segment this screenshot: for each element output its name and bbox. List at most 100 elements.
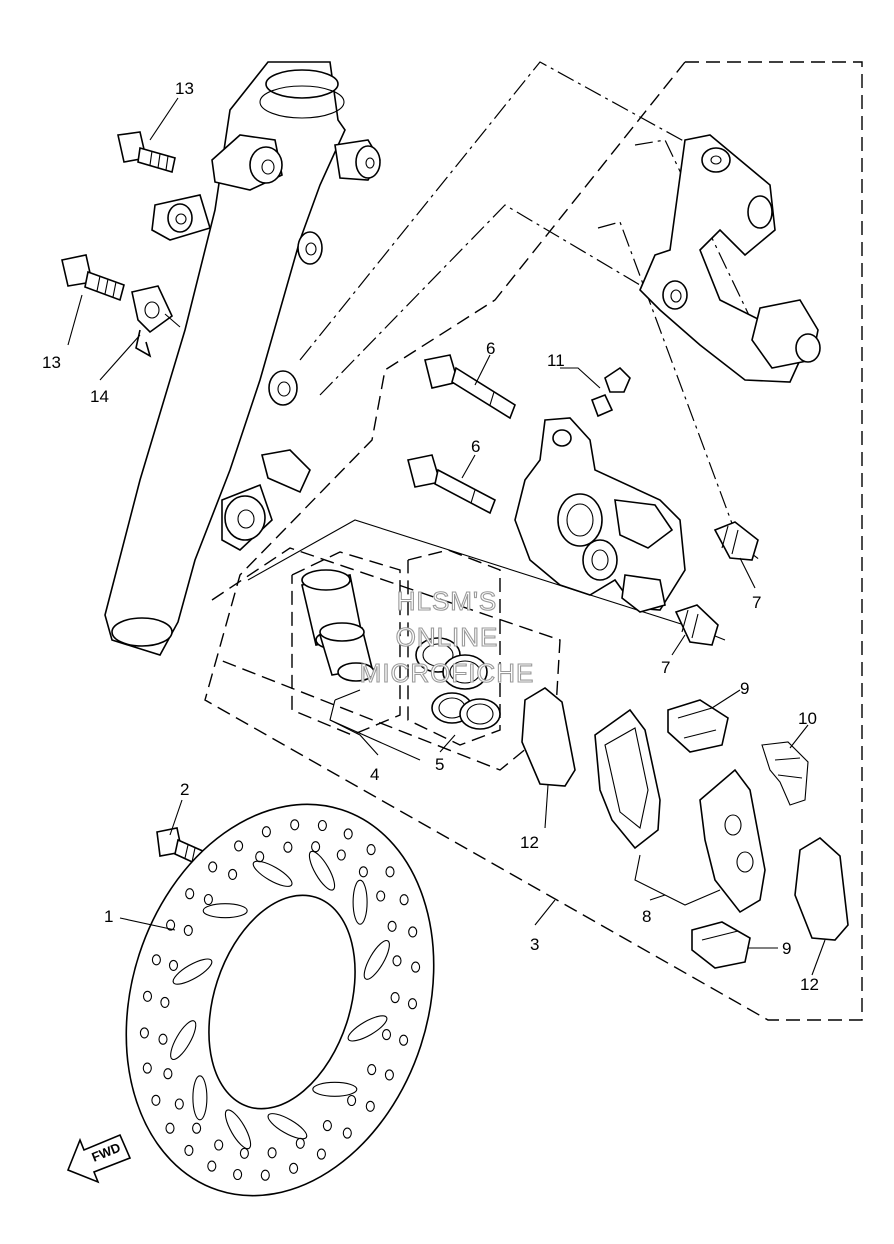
disc-hole [151,1094,161,1106]
disc-hole [384,1069,394,1081]
callout-8: 8 [642,907,651,926]
disc-hole [399,894,409,906]
disc-hole [343,828,353,840]
bolt-13-upper [117,131,176,174]
callout-9-upper: 9 [740,679,749,698]
callout-9-lower: 9 [782,939,791,958]
disc-hole [260,1169,270,1181]
disc-hole [203,893,213,906]
disc-hole [166,919,176,931]
disc-ventilation-holes [139,819,421,1181]
pad-spring-10 [761,741,809,806]
disc-slot [192,1075,208,1121]
disc-hole [366,844,376,856]
callout-6-upper: 6 [486,339,495,358]
disc-hole [336,849,346,861]
caliper-bracket [639,134,821,383]
disc-hole [399,1034,409,1046]
disc-hole [151,954,161,966]
boot-7-upper [713,521,759,561]
disc-hole [367,1064,377,1076]
callout-3: 3 [530,935,539,954]
disc-hole [207,1160,217,1172]
disc-hole [317,819,327,832]
disc-hole [239,1147,249,1159]
disc-hole [392,955,402,967]
callout-2: 2 [180,780,189,799]
caliper-pin-6-upper [424,354,516,420]
callout-4: 4 [370,765,379,784]
disc-slot [172,958,213,985]
callout-10: 10 [798,709,817,728]
disc-slot [202,903,248,919]
disc-hole [168,959,179,971]
disc-hole [289,1162,299,1174]
callout-12-left: 12 [520,833,539,852]
disc-hole [376,890,386,902]
disc-hole [342,1127,352,1139]
disc-hole [234,840,244,852]
disc-hole [407,998,418,1010]
front-fork [104,61,381,656]
disc-hole [142,1062,152,1074]
disc-hole [185,888,195,900]
callout-11: 11 [547,351,565,370]
fwd-arrow: FWD [66,1133,132,1184]
disc-slot [352,879,368,925]
watermark-line-2: ONLINE [396,622,499,652]
disc-hole [160,996,170,1008]
disc-hole [365,1100,375,1112]
disc-hole [316,1148,326,1160]
disc-hole [358,866,368,878]
leader-lines [67,97,826,976]
brake-pad-8-right [699,768,766,914]
disc-hole [228,868,238,880]
disc-hole [311,841,321,853]
disc-hole [184,1144,194,1156]
brake-pad-8-left [594,708,661,850]
callout-14: 14 [90,387,109,406]
shim-12-right [794,837,849,941]
disc-hole [192,1122,202,1134]
disc-hole [267,1147,277,1159]
disc-slots [170,850,390,1150]
pad-spring-9-upper [667,699,729,753]
disc-hole [290,819,300,831]
watermark: HLSM'S ONLINE MICROFICHE [359,585,535,688]
disc-hole [381,1029,392,1041]
disc-hole [163,1068,173,1080]
disc-hole [390,992,400,1004]
disc-hole [139,1027,149,1039]
disc-hole [158,1033,168,1045]
disc-slot [363,939,390,980]
disc-hole [142,990,153,1002]
pad-spring-9-lower [691,921,751,969]
callout-7-lower: 7 [661,658,670,677]
disc-hole [165,1122,175,1134]
disc-hole [411,961,421,973]
disc-hole [322,1120,332,1132]
brake-disc-1 [125,803,435,1197]
disc-slot [312,1081,358,1097]
disc-slot [347,1015,388,1042]
disc-slot [170,1020,197,1061]
disc-slot [308,850,336,891]
disc-slot [224,1109,252,1150]
caliper-pin-6-lower [407,454,497,515]
callout-13-lower: 13 [42,353,61,372]
disc-slot [252,860,293,887]
disc-hole [408,926,418,938]
watermark-line-3: MICROFICHE [360,658,535,688]
disc-hole [174,1098,184,1110]
callout-12-right: 12 [800,975,819,994]
disc-hole [214,1139,224,1151]
callout-6-lower: 6 [471,437,480,456]
disc-hole [233,1168,243,1181]
disc-hole [261,826,271,838]
piston-4 [301,569,375,682]
disc-hole [183,924,193,936]
seal-kit-5 [415,637,501,730]
disc-hole [283,841,293,853]
